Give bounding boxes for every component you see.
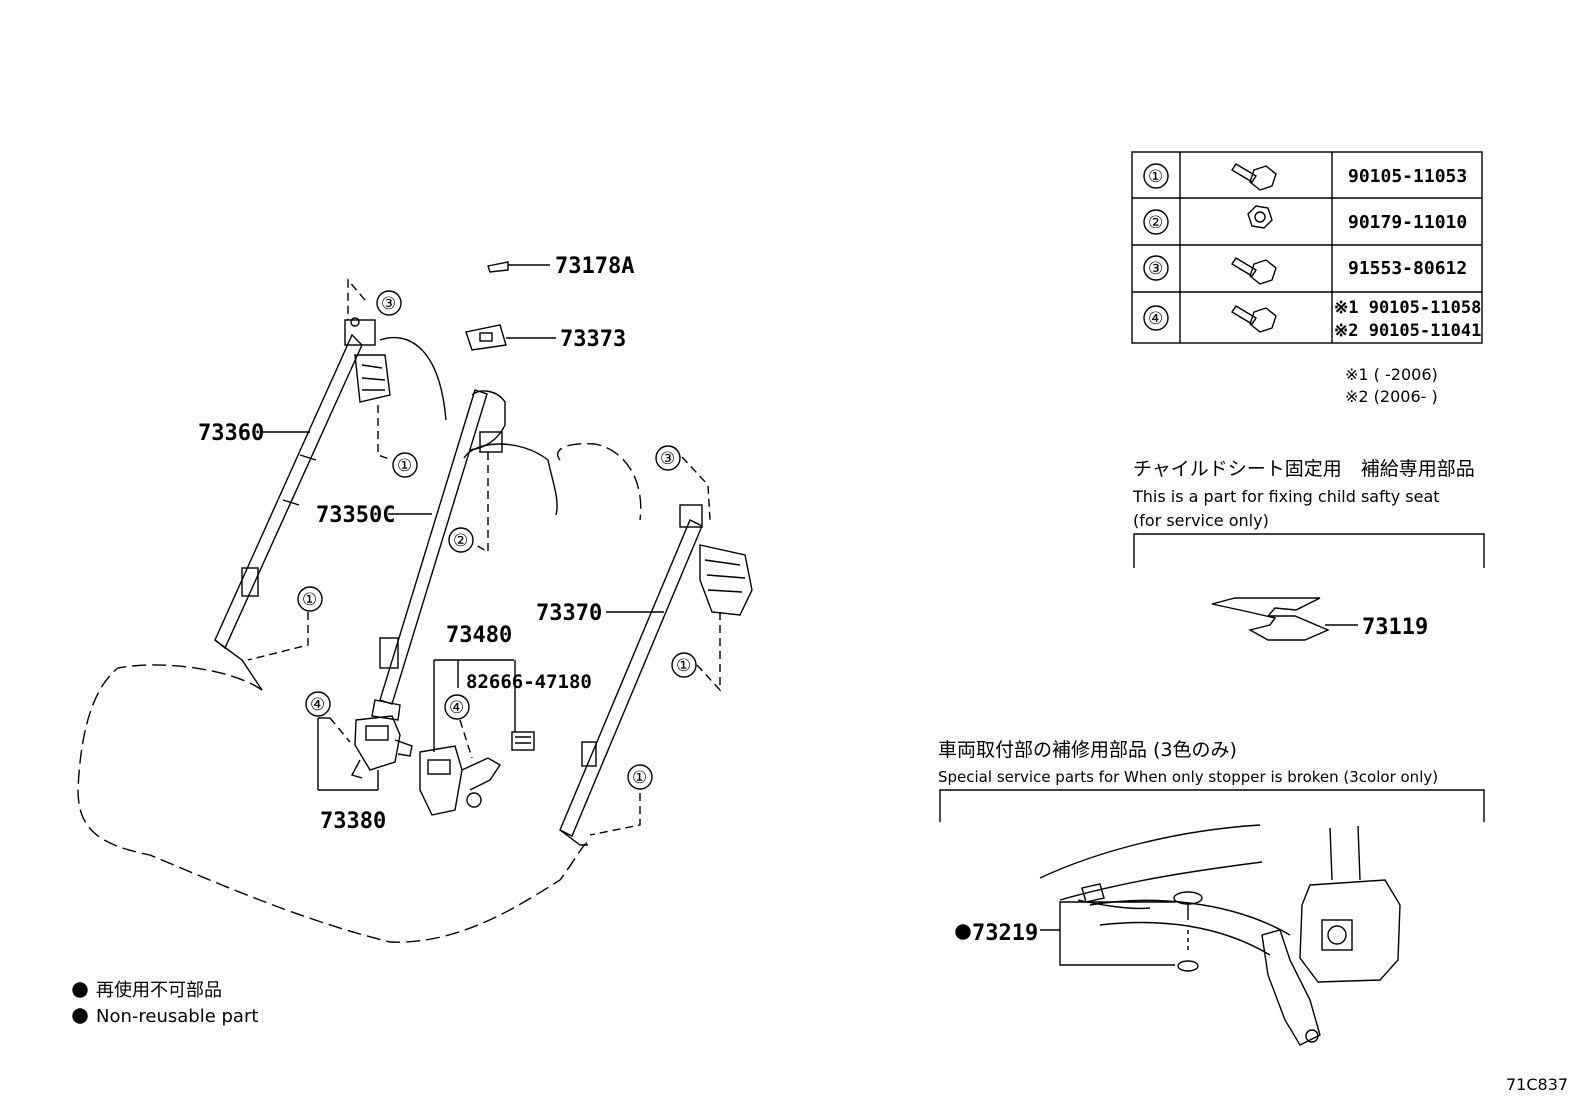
callout-82666-47180: 82666-47180	[466, 671, 592, 693]
marker-label: ①	[397, 456, 412, 476]
stopper-belt-assembly	[1039, 824, 1401, 1046]
marker-label: ①	[676, 656, 691, 676]
legend-bullet	[72, 982, 88, 998]
part-73119	[1211, 597, 1330, 641]
part-73178A	[487, 261, 509, 273]
callout-73480: 73480	[446, 623, 512, 648]
callout-73380: 73380	[320, 809, 386, 834]
table-marker: ④	[1148, 309, 1163, 329]
bolt-icon	[1231, 163, 1277, 191]
marker-label: ②	[453, 531, 468, 551]
marker-circle	[376, 290, 402, 316]
legend-en: Non-reusable part	[96, 1006, 258, 1027]
bolt-icon	[1231, 257, 1277, 285]
callout-73219: 73219	[972, 921, 1038, 946]
marker-label: ①	[632, 768, 647, 788]
nut-icon	[1247, 205, 1273, 229]
table-marker: ③	[1148, 259, 1163, 279]
callout-73178A: 73178A	[555, 254, 634, 279]
marker-circle	[444, 694, 470, 720]
table-marker: ①	[1148, 167, 1163, 187]
table-part-number: 90105-11053	[1348, 166, 1467, 187]
marker-label: ④	[449, 698, 464, 718]
callout-73360: 73360	[198, 421, 264, 446]
diagram-code: 71C837	[1506, 1075, 1568, 1094]
marker-circle	[297, 586, 323, 612]
seat-back-outline	[557, 443, 642, 521]
bolt-icon	[1231, 305, 1277, 333]
stopper-part-box	[939, 789, 1485, 1046]
callout-73350C: 73350C	[316, 503, 395, 528]
table-note-1: ※1 ( -2006)	[1345, 365, 1438, 384]
belt-73370	[559, 504, 753, 846]
child-seat-subtitle-en: (for service only)	[1133, 511, 1269, 530]
callout-leaders	[260, 264, 1358, 791]
callout-73119: 73119	[1362, 615, 1428, 640]
marker-leaders	[247, 278, 721, 836]
fastener-table	[1131, 151, 1483, 344]
marker-circle	[392, 452, 418, 478]
callout-73370: 73370	[536, 601, 602, 626]
child-seat-title-jp: チャイルドシート固定用 補給専用部品	[1133, 458, 1475, 480]
stopper-clip	[1173, 891, 1203, 972]
table-note-2: ※2 (2006- )	[1345, 387, 1438, 406]
headrest-center	[463, 443, 558, 516]
headrest-outline	[379, 336, 447, 421]
non-reusable-bullet	[955, 924, 971, 940]
part-73373	[465, 324, 507, 351]
marker-label: ④	[310, 695, 325, 715]
table-part-number: ※2 90105-11041	[1334, 321, 1481, 341]
stopper-title-en: Special service parts for When only stop…	[938, 768, 1438, 786]
child-seat-title-en: This is a part for fixing child safty se…	[1132, 487, 1440, 506]
table-part-number: ※1 90105-11058	[1334, 298, 1481, 318]
belt-73350C	[371, 389, 506, 721]
marker-circle	[448, 527, 474, 553]
marker-circle	[655, 445, 681, 471]
table-marker: ②	[1148, 213, 1163, 233]
marker-circles	[297, 290, 697, 790]
stopper-title-jp: 車両取付部の補修用部品 (3色のみ)	[938, 739, 1237, 761]
callout-73373: 73373	[560, 327, 626, 352]
marker-circle	[305, 691, 331, 717]
belt-73360	[214, 317, 391, 691]
stopper-leader	[1040, 901, 1175, 966]
table-part-number: 90179-11010	[1348, 212, 1467, 233]
marker-label: ③	[381, 294, 396, 314]
table-part-number: 91553-80612	[1348, 258, 1467, 279]
marker-label: ①	[302, 590, 317, 610]
child-seat-part-box	[1133, 533, 1485, 641]
buckle-73480	[419, 745, 501, 816]
marker-circle	[671, 652, 697, 678]
marker-circle	[627, 764, 653, 790]
marker-label: ③	[660, 449, 675, 469]
legend-jp: 再使用不可部品	[96, 980, 222, 1001]
legend-bullet	[72, 1008, 88, 1024]
connector-82666-47180	[511, 731, 535, 751]
buckle-73380	[350, 715, 413, 779]
seat-cushion-outline	[77, 664, 591, 943]
